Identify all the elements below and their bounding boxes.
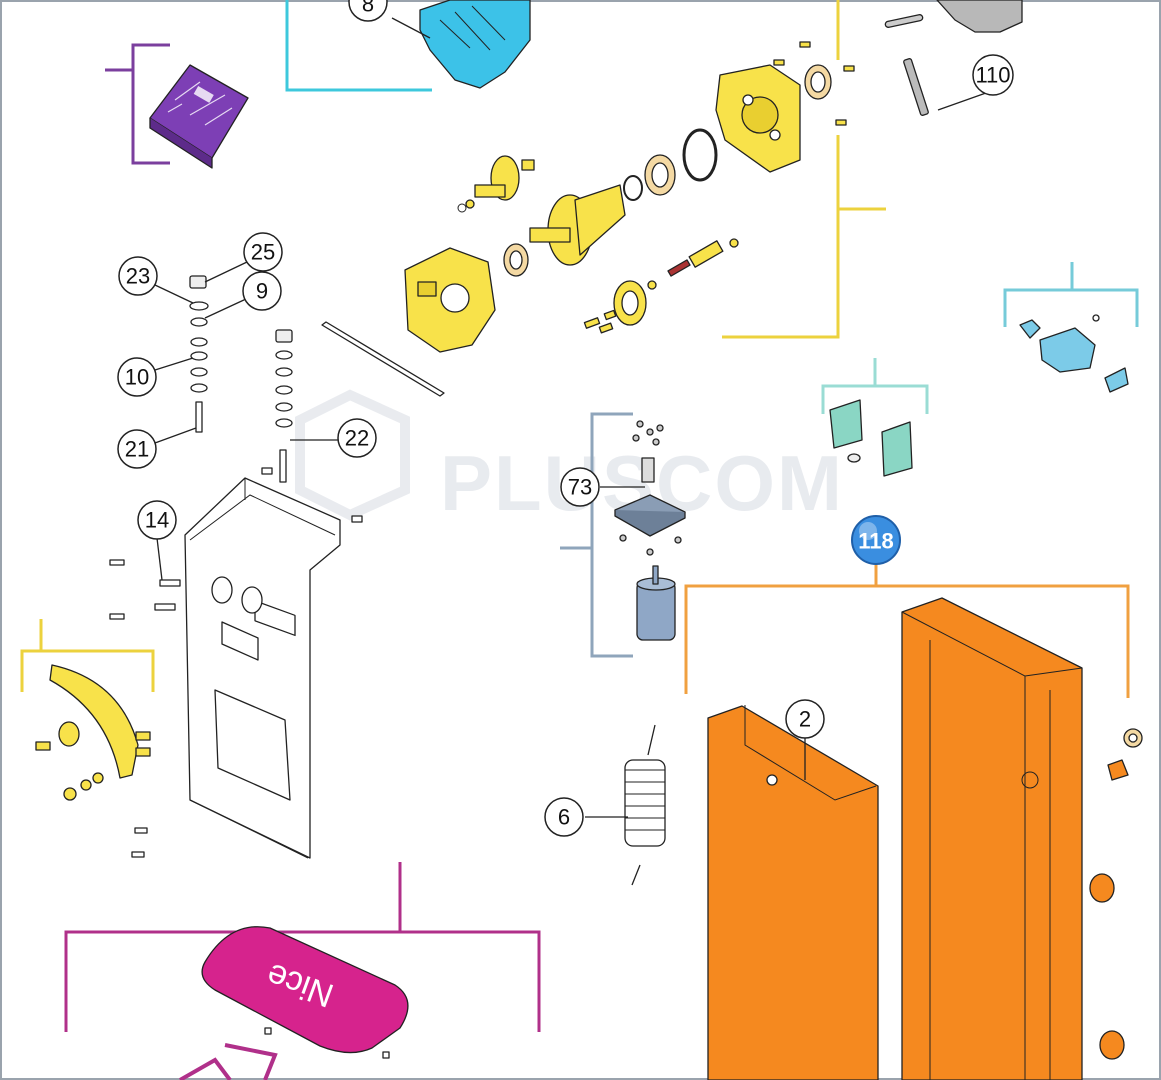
callout-14: 14 bbox=[137, 500, 177, 540]
callout-110: 110 bbox=[972, 54, 1014, 96]
bracket-cyan-top bbox=[285, 0, 432, 92]
callout-label: 6 bbox=[558, 805, 570, 830]
callout-label: 23 bbox=[126, 264, 150, 289]
callout-23: 23 bbox=[118, 256, 158, 296]
magenta-cover: Nice bbox=[179, 926, 409, 1080]
mounting-plate-part bbox=[184, 467, 363, 859]
bracket-steel bbox=[560, 412, 633, 658]
long-rod-part bbox=[321, 321, 445, 397]
callout-label: 73 bbox=[568, 475, 592, 500]
spring-part bbox=[624, 724, 666, 886]
callout-22: 22 bbox=[337, 418, 377, 458]
light-cyan-parts bbox=[1019, 314, 1129, 393]
callout-2: 2 bbox=[785, 699, 825, 739]
callout-label: 21 bbox=[125, 437, 149, 462]
callout-label: 110 bbox=[975, 63, 1010, 88]
group-badge-118: 118 bbox=[851, 515, 901, 565]
bracket-magenta bbox=[64, 862, 541, 1032]
callout-21: 21 bbox=[117, 429, 157, 469]
callout-label: 9 bbox=[256, 279, 268, 304]
bracket-light-cyan bbox=[1003, 262, 1139, 327]
callout-10: 10 bbox=[117, 357, 157, 397]
watermark-logo-icon bbox=[295, 389, 410, 521]
motor-group bbox=[614, 420, 686, 641]
callout-leaders bbox=[154, 87, 1001, 818]
bracket-yellow-small bbox=[20, 619, 155, 692]
callout-25: 25 bbox=[243, 232, 283, 272]
mint-boards bbox=[829, 399, 913, 477]
loose-screws bbox=[109, 559, 181, 858]
bracket-mint bbox=[821, 358, 929, 414]
cyan-cover-part bbox=[391, 0, 531, 89]
callout-label: 14 bbox=[145, 508, 169, 533]
callout-9: 9 bbox=[242, 271, 282, 311]
yellow-arm-part bbox=[35, 664, 151, 801]
control-board-part bbox=[149, 64, 249, 169]
callout-label: 8 bbox=[362, 0, 374, 17]
bracket-purple bbox=[105, 43, 170, 165]
callout-label: 22 bbox=[345, 426, 369, 451]
orange-cabinet bbox=[707, 597, 1143, 1080]
group-badge-label: 118 bbox=[858, 529, 894, 554]
hardware-stack-right bbox=[275, 329, 293, 483]
callout-label: 25 bbox=[251, 240, 275, 265]
hardware-stack-left bbox=[189, 275, 209, 433]
gearbox-assembly bbox=[404, 41, 855, 353]
watermark: PLUSCOM bbox=[295, 389, 842, 527]
callout-label: 2 bbox=[799, 707, 811, 732]
callout-6: 6 bbox=[544, 797, 584, 837]
callout-8: 8 bbox=[348, 0, 388, 22]
grey-housing-part bbox=[884, 0, 1023, 116]
bracket-yellow-gearbox bbox=[722, 0, 886, 339]
callout-73: 73 bbox=[560, 467, 600, 507]
callout-label: 10 bbox=[125, 365, 149, 390]
